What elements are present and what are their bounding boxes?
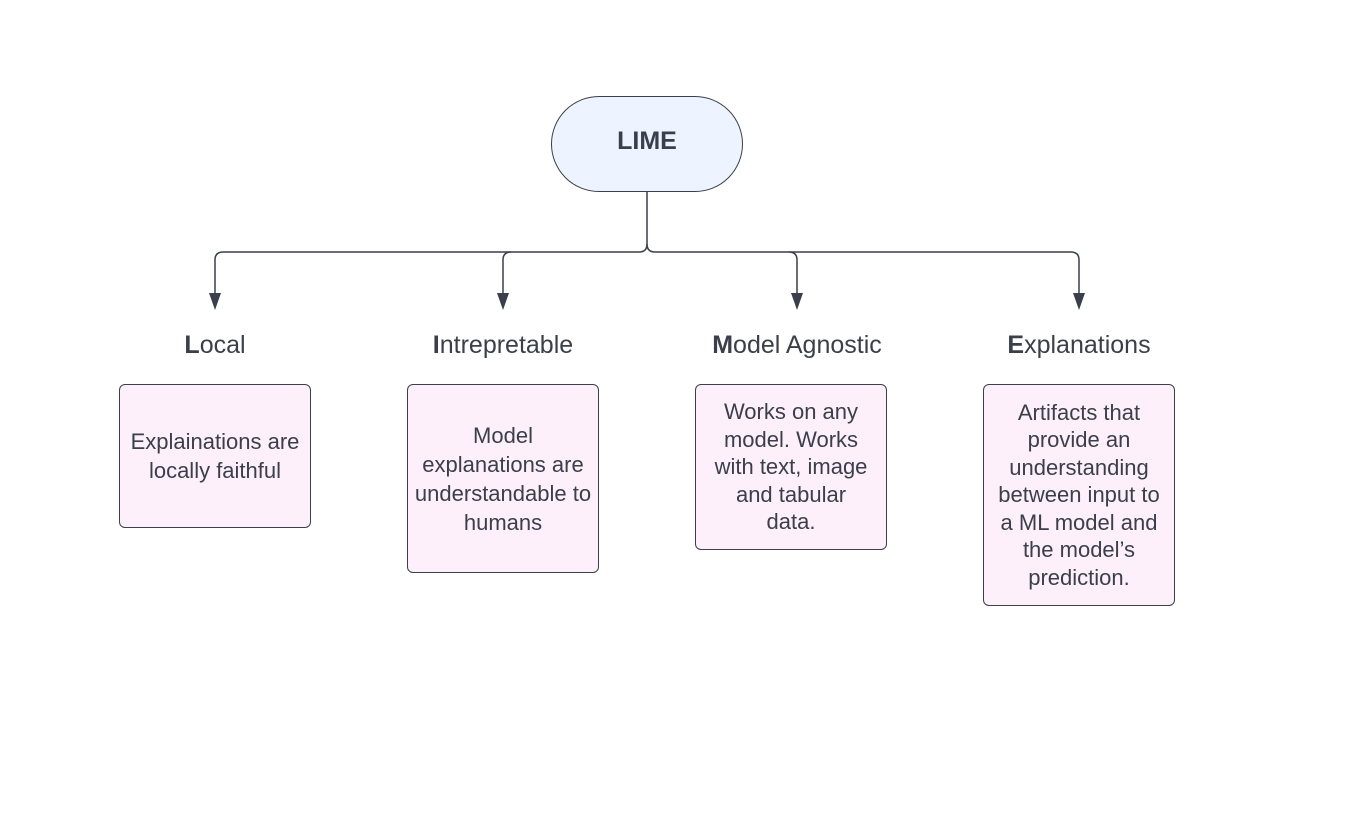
heading-rest: xplanations [1024, 331, 1151, 359]
arrowhead-model-agnostic [791, 293, 803, 310]
heading-initial: I [432, 331, 440, 359]
heading-initial: M [712, 331, 734, 359]
card-local: Explainations are locally faithful [119, 384, 311, 528]
root-label: LIME [617, 126, 677, 155]
card-description: Artifacts that provide an understanding … [998, 399, 1160, 590]
heading-model-agnostic: Model Agnostic [682, 329, 912, 361]
card-description: Works on any model. Works with text, ima… [714, 399, 868, 535]
connector-trunk-left [638, 243, 648, 253]
heading-rest: ocal [199, 331, 246, 359]
connector-to-intrepretable [502, 251, 512, 296]
connector-to-local [214, 251, 639, 296]
root-node: LIME [551, 96, 743, 192]
heading-rest: odel Agnostic [733, 331, 882, 359]
arrowhead-intrepretable [497, 293, 509, 310]
heading-initial: L [184, 331, 200, 359]
arrowhead-local [209, 293, 221, 310]
heading-initial: E [1007, 331, 1025, 359]
arrowhead-explanations [1073, 293, 1085, 310]
heading-intrepretable: Intrepretable [393, 329, 613, 361]
card-explanations: Artifacts that provide an understanding … [983, 384, 1175, 606]
card-intrepretable: Model explanations are understandable to… [407, 384, 599, 573]
heading-local: Local [115, 329, 315, 361]
connector-trunk [646, 192, 656, 253]
card-description: Model explanations are understandable to… [414, 422, 592, 535]
card-description: Explainations are locally faithful [130, 429, 300, 483]
heading-explanations: Explanations [969, 329, 1189, 361]
connector-to-model-agnostic [655, 251, 798, 296]
connector-to-explanations [789, 251, 1080, 296]
heading-rest: ntrepretable [439, 331, 574, 359]
card-model-agnostic: Works on any model. Works with text, ima… [695, 384, 887, 550]
